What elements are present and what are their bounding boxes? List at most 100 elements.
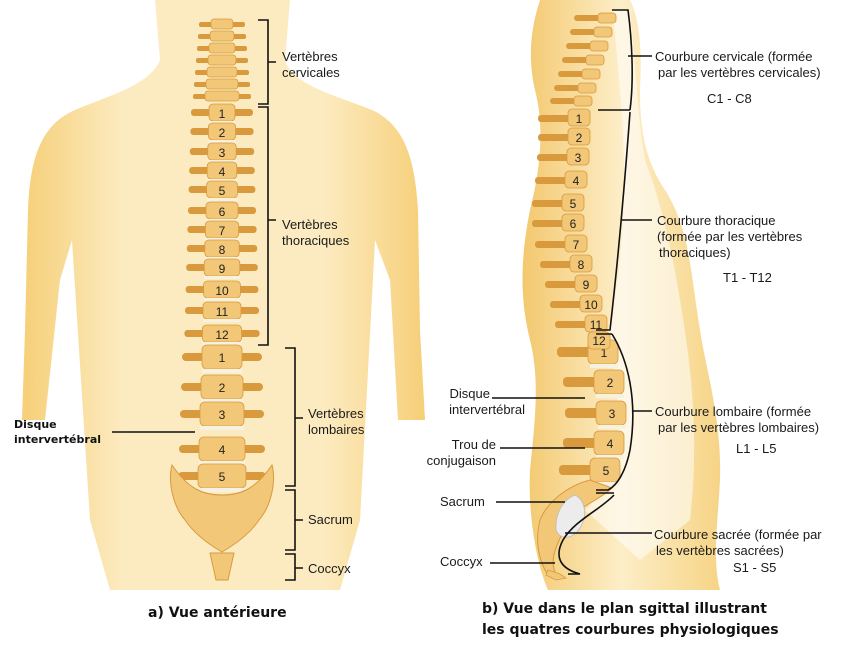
thoracic-number: 1	[219, 107, 226, 121]
thoracic-number: 10	[584, 298, 598, 312]
label-thoracic-curve: Courbure thoracique(formée par les vertè…	[657, 213, 803, 260]
intervertebral-disc	[596, 394, 624, 398]
lumbar-number: 2	[607, 376, 614, 390]
cervical-vertebra	[577, 82, 597, 94]
thoracic-process	[532, 200, 566, 207]
thoracic-vertebra	[567, 108, 591, 127]
thoracic-number: 12	[592, 334, 606, 348]
thoracic-vertebra	[566, 147, 590, 166]
thoracic-number: 7	[573, 238, 580, 252]
label-sacrum-sagittal: Sacrum	[440, 494, 485, 509]
label-coccyx-anterior: Coccyx	[308, 561, 351, 576]
thoracic-process	[550, 301, 584, 308]
brackets-anterior	[112, 19, 303, 581]
lumbar-number: 5	[219, 470, 226, 484]
cervical-vertebra	[204, 90, 240, 102]
intervertebral-disc	[205, 238, 239, 241]
thoracic-number: 4	[219, 165, 226, 179]
intervertebral-disc	[201, 399, 243, 403]
intervertebral-disc	[199, 461, 245, 465]
thoracic-number: 10	[215, 284, 229, 298]
cervical-vertebra	[573, 95, 593, 107]
lumbar-process	[563, 377, 599, 387]
lumbar-process	[559, 465, 595, 475]
sacral-surface	[555, 494, 585, 538]
intervertebral-disc	[202, 369, 242, 373]
intervertebral-disc	[206, 219, 238, 222]
torso-highlight	[585, 10, 695, 560]
intervertebral-disc	[598, 425, 626, 429]
cervical-process	[558, 71, 584, 77]
cervical-process	[574, 15, 600, 21]
lumbar-process	[565, 408, 601, 418]
thoracic-process	[535, 177, 569, 184]
thoracic-process	[532, 220, 566, 227]
cervical-vertebra	[210, 18, 234, 30]
thoracic-number: 3	[219, 146, 226, 160]
thoracic-vertebra	[579, 294, 603, 313]
cervical-vertebra	[597, 12, 617, 24]
cervical-process	[550, 98, 576, 104]
cervical-vertebra	[585, 54, 605, 66]
cervical-vertebra	[589, 40, 609, 52]
lumbar-number: 4	[219, 443, 226, 457]
thoracic-number: 9	[583, 278, 590, 292]
intervertebral-disc	[203, 298, 241, 301]
intervertebral-disc	[203, 319, 241, 322]
cervical-vertebra	[207, 54, 237, 66]
label-coccyx-sagittal: Coccyx	[440, 554, 483, 569]
thoracic-vertebra	[561, 213, 585, 232]
label-cervical-range: C1 - C8	[707, 91, 752, 106]
thoracic-number: 6	[570, 217, 577, 231]
cervical-vertebra	[205, 78, 239, 90]
intervertebral-disc	[200, 426, 244, 430]
lumbar-number: 4	[607, 437, 614, 451]
thoracic-number: 6	[219, 205, 226, 219]
intervertebral-disc	[596, 455, 624, 459]
intervertebral-disc	[202, 342, 242, 345]
cervical-vertebra	[581, 68, 601, 80]
intervertebral-disc	[207, 179, 237, 182]
intervertebral-disc	[206, 198, 238, 201]
thoracic-number: 8	[219, 243, 226, 257]
cervical-process	[566, 43, 592, 49]
thoracic-number: 2	[219, 126, 226, 140]
cervical-process	[570, 29, 596, 35]
thoracic-number: 11	[216, 305, 229, 319]
thoracic-number: 5	[570, 197, 577, 211]
cervical-process	[554, 85, 580, 91]
thoracic-number: 8	[578, 258, 585, 272]
label-lumbar-range: L1 - L5	[736, 441, 776, 456]
thoracic-number: 3	[575, 151, 582, 165]
lumbar-number: 1	[601, 346, 608, 360]
thoracic-process	[545, 281, 579, 288]
cervical-vertebra	[208, 42, 236, 54]
lumbar-process	[557, 347, 593, 357]
cervical-vertebra	[206, 66, 238, 78]
thoracic-vertebra	[574, 274, 598, 293]
thoracic-vertebra	[587, 331, 611, 350]
thoracic-process	[538, 115, 572, 122]
thoracic-vertebra	[569, 254, 593, 273]
thoracic-process	[538, 134, 572, 141]
thoracic-number: 4	[573, 174, 580, 188]
thoracic-process	[555, 321, 589, 328]
lumbar-number: 1	[219, 351, 226, 365]
thoracic-vertebra	[561, 193, 585, 212]
thoracic-vertebra	[564, 170, 588, 189]
sacrum-anterior	[170, 463, 274, 553]
intervertebral-disc	[198, 488, 246, 492]
coccyx-anterior	[209, 552, 235, 581]
lumbar-number: 3	[609, 407, 616, 421]
thoracic-process	[540, 261, 574, 268]
brackets-sagittal	[490, 9, 652, 575]
